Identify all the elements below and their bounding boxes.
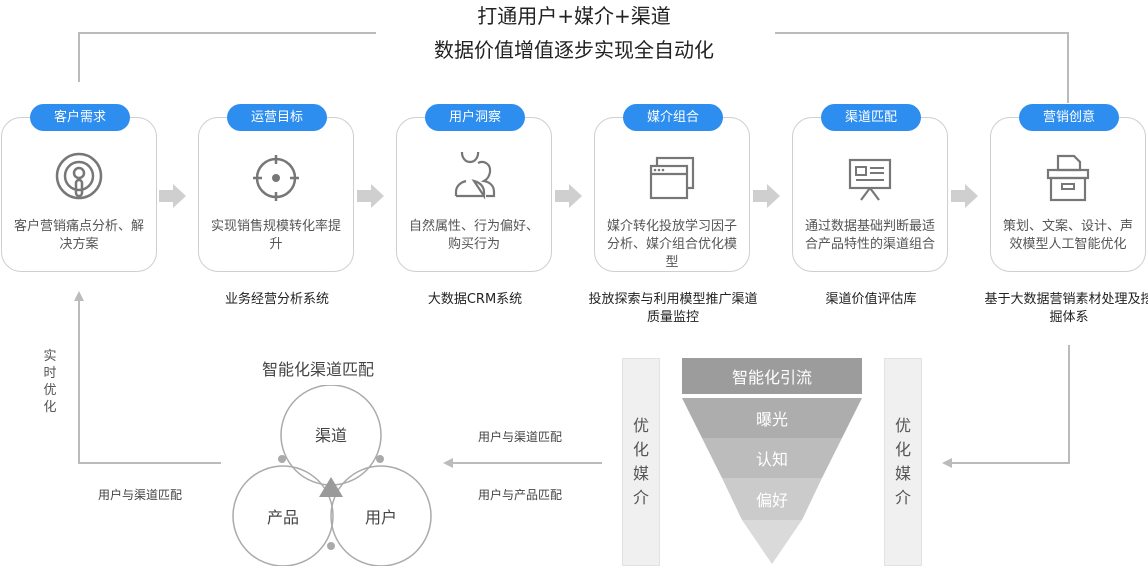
optimize-media-box-right: 优化媒介 [884,358,922,566]
step-5-text: 通过数据基础判断最适合产品特性的渠道组合 [804,219,935,252]
step-4-card: 媒介转化投放学习因子分析、媒介组合优化模型 [594,117,750,272]
step-3-text: 自然属性、行为偏好、购买行为 [408,219,539,252]
venn-diagram: 渠道 产品 用户 [232,385,432,566]
windows-icon [649,156,695,200]
step-4-pill: 媒介组合 [623,104,723,131]
step-6-text: 策划、文案、设计、声效模型人工智能优化 [1002,219,1133,252]
step-2-pill: 运营目标 [227,104,327,131]
realtime-optimize-label: 实时优化 [43,349,57,415]
funnel-level-1 [682,358,862,394]
step-arrow-4 [753,184,780,208]
venn-label-channel: 渠道 [315,426,347,445]
venn-label-user: 用户 [365,508,397,527]
step-6-pill: 营销创意 [1019,104,1119,131]
venn-center-intersection [319,477,343,497]
step-1-pill: 客户需求 [30,104,130,131]
system-label-2: 业务经营分析系统 [224,292,329,307]
right-loop-line [950,345,1070,464]
optimize-media-box-left: 优化媒介 [622,358,660,566]
funnel-level-3 [702,438,842,478]
arrow-note-lower: 用户与产品匹配 [478,488,563,502]
funnel-label-1: 智能化引流 [732,368,812,387]
arrow-note-upper: 用户与渠道匹配 [478,430,563,444]
step-5-card: 通过数据基础判断最适合产品特性的渠道组合 [792,117,948,272]
optimize-media-text-left: 优化媒介 [632,416,649,507]
venn-circle-product [232,465,334,566]
funnel-label-4: 偏好 [756,491,788,510]
step-arrow-5 [951,184,978,208]
podcast-icon [55,152,103,200]
funnel-label-2: 曝光 [756,410,788,429]
venn-title: 智能化渠道匹配 [262,360,375,379]
archive-box-icon [1046,154,1090,202]
top-bracket-left [78,32,376,82]
title-line-1: 打通用户+媒介+渠道 [477,4,671,28]
step-3-pill: 用户洞察 [425,104,525,131]
step-arrows [159,184,978,208]
left-loop-line [78,300,221,464]
funnel-label-3: 认知 [756,450,788,469]
step-1-card: 客户营销痛点分析、解决方案 [1,117,157,272]
step-1-text: 客户营销痛点分析、解决方案 [13,219,144,252]
funnel-level-2 [682,398,862,438]
presentation-board-icon [848,158,892,201]
funnel-level-4 [722,478,822,520]
left-loop-arrowhead [74,291,84,301]
users-icon [454,152,496,200]
step-arrow-1 [159,184,186,208]
title-line-2: 数据价值增值逐步实现全自动化 [434,38,714,62]
right-loop-arrowhead [942,458,952,468]
venn-label-product: 产品 [267,508,299,527]
venn-node [327,542,335,550]
venn-circle-user [330,465,432,566]
funnel-tip [742,520,802,564]
system-label-4: 投放探索与利用模型推广渠道质量监控 [588,292,758,325]
step-6-card: 策划、文案、设计、声效模型人工智能优化 [990,117,1146,272]
step-2-card: 实现销售规模转化率提升 [198,117,354,272]
step-3-card: 自然属性、行为偏好、购买行为 [396,117,552,272]
system-label-3: 大数据CRM系统 [427,292,523,307]
venn-node [376,455,384,463]
venn-node [278,455,286,463]
target-icon [253,155,299,201]
step-4-text: 媒介转化投放学习因子分析、媒介组合优化模型 [606,219,737,270]
funnel-diagram: 智能化引流 曝光 认知 偏好 [682,358,862,564]
top-bracket-right [775,32,1069,103]
system-label-5: 渠道价值评估库 [825,292,917,307]
optimize-media-text-right: 优化媒介 [894,416,911,507]
step-2-text: 实现销售规模转化率提升 [210,219,341,252]
system-label-6: 基于大数据营销素材处理及挖掘体系 [984,292,1148,325]
step-arrow-3 [555,184,582,208]
step-arrow-2 [357,184,384,208]
bottom-left-note: 用户与渠道匹配 [98,488,183,502]
middle-arrowhead [443,458,453,468]
step-5-pill: 渠道匹配 [821,104,921,131]
